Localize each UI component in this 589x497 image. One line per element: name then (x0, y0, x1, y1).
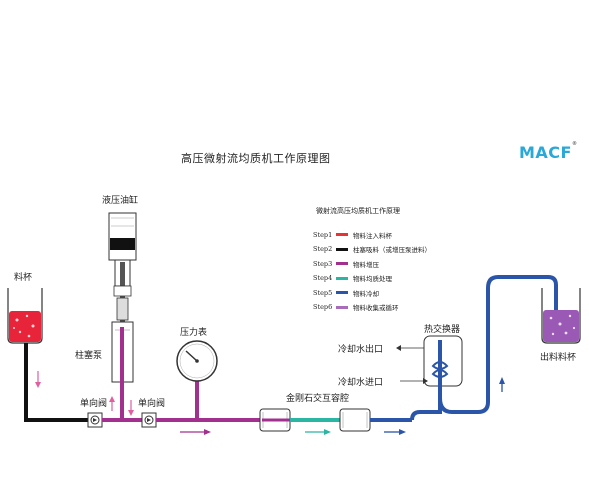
legend-color-swatch (336, 247, 348, 251)
legend-color-swatch (336, 233, 348, 236)
cooling-water-out-line (396, 345, 424, 351)
legend-step-name: Step6 (313, 303, 333, 311)
legend-step-text: 物料均质处理 (353, 275, 392, 283)
hydraulic-cylinder-label: 液压油缸 (102, 196, 139, 206)
legend-step-2: Step2 柱塞吸料（或增压泵进料） (313, 244, 431, 255)
legend-step-text: 物料冷却 (353, 289, 379, 298)
feed-pipe (24, 343, 88, 422)
brand-mark: ® (571, 141, 578, 147)
gauge-needle (185, 350, 198, 362)
legend-step-1: Step1 物料注入料杯 (313, 229, 392, 240)
legend-step-name: Step4 (313, 274, 333, 282)
diagram-title: 高压微射流均质机工作原理图 (181, 152, 331, 165)
brand-text: MACF (519, 143, 572, 162)
output-cup (541, 288, 581, 344)
legend-step-4: Step4 物料均质处理 (313, 273, 392, 284)
diamond-chamber-label: 金刚石交互容腔 (286, 394, 350, 404)
legend-step-name: Step5 (313, 288, 333, 297)
plunger-pump-label: 柱塞泵 (75, 351, 103, 361)
check-valve-2-label: 单向阀 (138, 399, 166, 409)
feed-cup (7, 288, 43, 344)
check-valve-1-label: 单向阀 (80, 399, 108, 409)
feed-cup-label: 料杯 (14, 273, 33, 283)
brand-logo: MACF® (519, 141, 578, 162)
flow-arrow-1 (180, 429, 211, 435)
heat-exchanger-label: 热交换器 (424, 325, 461, 335)
legend-color-swatch (336, 305, 348, 309)
legend-step-text: 物料增压 (353, 260, 379, 269)
output-cup-label: 出料料杯 (540, 353, 577, 363)
cooling-water-out-label: 冷却水出口 (338, 345, 384, 355)
pump-down-arrow (128, 400, 134, 416)
flow-arrow-4 (499, 377, 505, 392)
legend-step-text: 柱塞吸料（或增压泵进料） (353, 246, 431, 254)
pump-up-arrow (109, 396, 115, 411)
legend-color-swatch (336, 276, 348, 280)
diamond-chamber (259, 408, 371, 432)
pressure-gauge-label: 压力表 (180, 328, 208, 338)
legend-color-swatch (336, 291, 348, 294)
legend-step-5: Step5 物料冷却 (313, 287, 379, 298)
cooling-water-in-line (400, 378, 428, 384)
legend-step-name: Step3 (313, 259, 333, 268)
flow-arrow-3 (384, 429, 406, 435)
return-pipe (477, 275, 558, 414)
feed-cup-liquid (9, 311, 41, 342)
check-valve-2 (141, 412, 157, 428)
legend-heading: 微射流高压均质机工作原理 (316, 207, 400, 215)
legend-step-text: 物料注入料杯 (353, 231, 392, 240)
heat-exchanger (410, 335, 478, 421)
plunger-pump (111, 321, 134, 420)
hydraulic-cylinder (108, 212, 137, 322)
pressure-gauge (176, 340, 218, 382)
output-cup-liquid (543, 310, 579, 342)
legend-step-6: Step6 物料收集或循环 (313, 302, 399, 313)
cooling-water-in-label: 冷却水进口 (338, 378, 384, 388)
feed-down-arrow (35, 371, 41, 388)
flow-arrow-2 (305, 429, 331, 435)
legend-color-swatch (336, 262, 348, 265)
legend-step-text: 物料收集或循环 (353, 304, 399, 312)
legend-step-name: Step2 (313, 245, 333, 253)
check-valve-1 (87, 412, 103, 428)
legend-step-name: Step1 (313, 230, 333, 239)
legend-step-3: Step3 物料增压 (313, 258, 379, 269)
